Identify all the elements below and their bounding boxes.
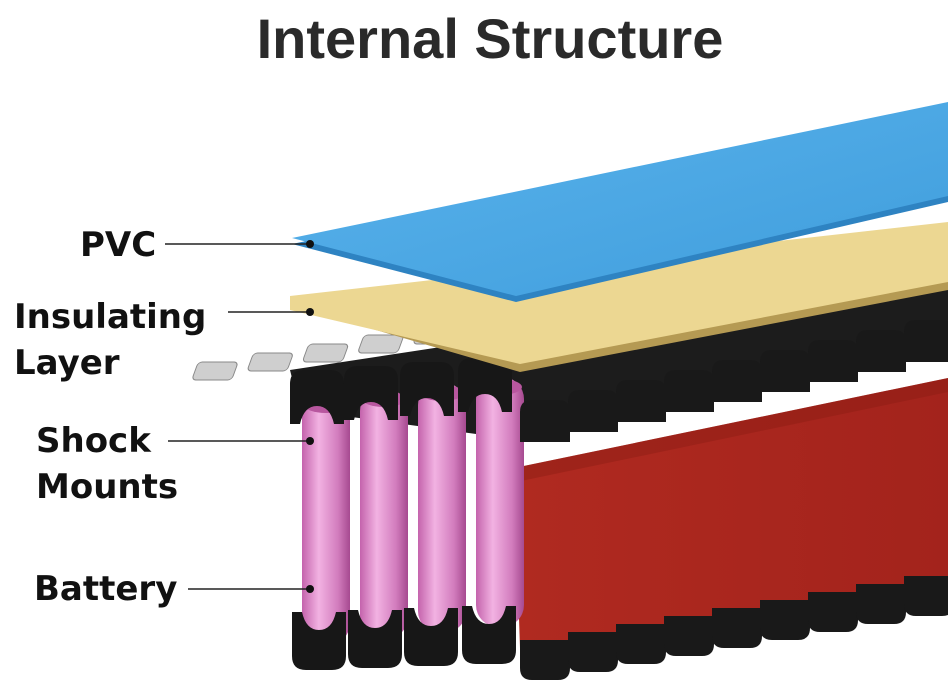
label-insulating-layer: Insulating Layer [14, 294, 206, 386]
shock-mount-bottom [462, 606, 516, 664]
insulating-layer [290, 222, 948, 372]
shock-mount-side-bottom [904, 576, 948, 616]
shock-mount-top [400, 362, 454, 416]
battery-cell [476, 377, 524, 627]
heat-shrink-wrap [514, 378, 948, 648]
nickel-strip [247, 352, 293, 372]
shock-mount-side-top [760, 350, 810, 392]
pvc-leader-dot [306, 240, 314, 248]
battery-cell [302, 395, 350, 645]
shock-leader-dot [306, 437, 314, 445]
shock-mount-side-top [904, 320, 948, 362]
nickel-strip [358, 334, 404, 354]
battery-cell [418, 383, 466, 633]
diagram-title: Internal Structure [256, 7, 724, 70]
shock-mount-top [344, 366, 398, 420]
shock-mount-bottom [404, 608, 458, 666]
shock-mount-holders [290, 320, 948, 680]
shock-mount-side-bottom [616, 624, 666, 664]
leader-dots [306, 240, 314, 593]
label-pvc: PVC [80, 225, 157, 265]
shock-mount-side-top [856, 330, 906, 372]
shock-mount-side-bottom [520, 640, 570, 680]
shock-mount-top [290, 370, 344, 424]
shock-mount-side-top [520, 400, 570, 442]
label-shock-line-1: Shock [36, 421, 151, 461]
nickel-strip [302, 343, 349, 363]
shock-mount-side-bottom [664, 616, 714, 656]
label-battery: Battery [34, 569, 178, 609]
insulating-leader-dot [306, 308, 314, 316]
shock-mount-side-top [808, 340, 858, 382]
battery-leader-dot [306, 585, 314, 593]
shock-mount-side-bottom [808, 592, 858, 632]
shock-mount-side-bottom [568, 632, 618, 672]
pvc-sheet [292, 102, 948, 302]
nickel-strip [192, 361, 238, 381]
shock-mount-bottom [292, 612, 346, 670]
battery-cell [360, 389, 408, 639]
battery-cells [302, 377, 524, 645]
label-shock-mounts: Shock Mounts [36, 418, 178, 510]
shock-mount-side-bottom [856, 584, 906, 624]
wrap-top-shadow [514, 378, 948, 482]
shock-mount-side-top [568, 390, 618, 432]
shock-mount-side-top [664, 370, 714, 412]
shock-mount-side-top [712, 360, 762, 402]
shock-mount-side-bottom [712, 608, 762, 648]
shock-mount-bottom [348, 610, 402, 668]
label-shock-line-2: Mounts [36, 467, 179, 507]
shock-mount-top [458, 358, 512, 412]
label-insulating-line-2: Layer [14, 343, 120, 383]
leader-lines [165, 243, 310, 590]
shock-mount-side-top [616, 380, 666, 422]
shock-mount-side-bottom [760, 600, 810, 640]
label-insulating-line-1: Insulating [14, 297, 207, 337]
